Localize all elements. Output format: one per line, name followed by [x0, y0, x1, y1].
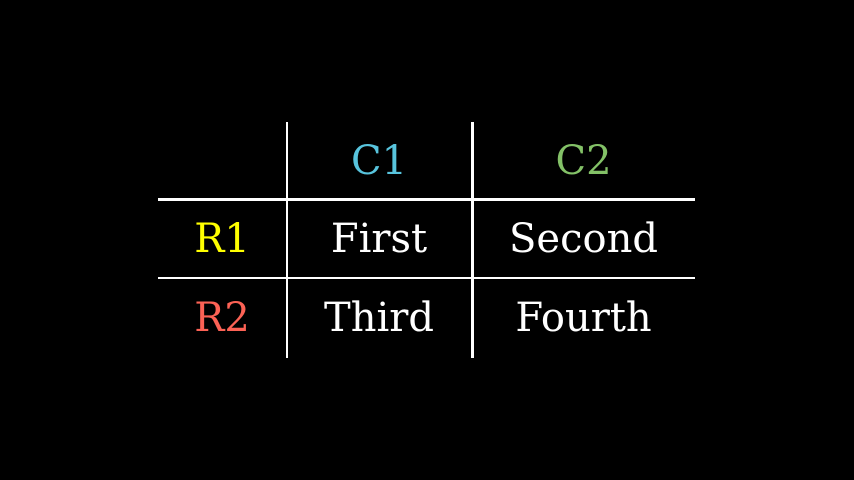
table-vertical-divider-right — [471, 122, 474, 358]
table-horizontal-divider-top — [158, 198, 695, 201]
table-cell-r2c1: Third — [324, 295, 434, 341]
table-vertical-divider-left — [285, 122, 289, 358]
table-cell-r1c1: First — [330, 215, 428, 262]
column-header-c2: C2 — [555, 137, 612, 184]
table-corner-cell — [158, 122, 286, 199]
row-header-r2: R2 — [194, 295, 250, 341]
row-header-r1: R1 — [194, 215, 250, 262]
table-cell-r2c2: Fourth — [515, 295, 652, 341]
table-cell-r1c2: Second — [509, 215, 658, 262]
column-header-c1: C1 — [350, 137, 408, 184]
table-horizontal-divider-bottom — [158, 276, 695, 280]
table: C1 C2 R1 First Second R2 Third Fourth — [158, 122, 695, 358]
